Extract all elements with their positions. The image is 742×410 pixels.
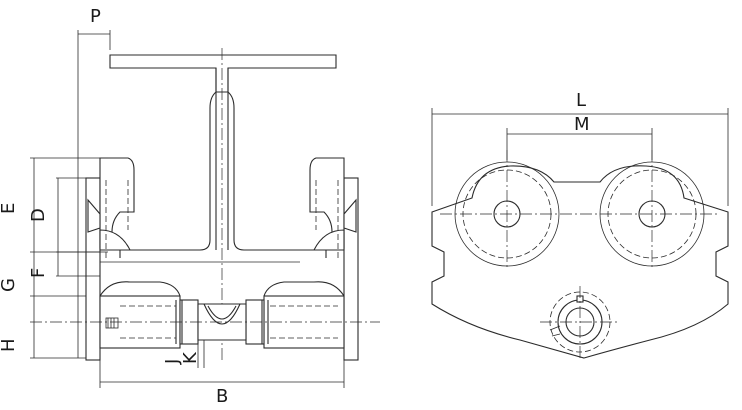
label-e: E (0, 203, 19, 214)
left-wheel-tread (99, 229, 131, 251)
right-upper-shoulder (263, 281, 345, 297)
left-wheel-housing (99, 157, 135, 249)
front-view: P E D F G H J K B (0, 6, 380, 407)
label-d: D (28, 208, 49, 222)
dim-g-lines (30, 252, 86, 297)
label-g: G (0, 278, 19, 292)
right-wheel-housing (309, 157, 345, 249)
beam-bottom-flange (119, 91, 327, 258)
set-screw (105, 317, 119, 329)
side-view: L M (431, 90, 729, 359)
spool-groove-inner (207, 305, 237, 320)
boss-threads (549, 325, 561, 337)
label-f: F (28, 268, 49, 278)
front-dimensions (30, 30, 345, 388)
label-l: L (576, 90, 586, 111)
wheel-vertical-centerlines (506, 150, 653, 270)
right-wheel-tread (313, 229, 345, 251)
right-side-plate (309, 157, 359, 361)
left-wheel-flange (87, 198, 101, 233)
left-wheel-hidden (105, 180, 129, 260)
right-wheel-flange (343, 198, 357, 233)
dim-b-lines (99, 348, 345, 388)
dim-h-lines (30, 296, 86, 359)
dim-m-lines (506, 128, 653, 160)
beam-web (215, 68, 229, 250)
axle-hidden-lines (120, 305, 338, 339)
label-b: B (216, 386, 228, 407)
left-side-plate (85, 157, 300, 361)
dim-jk-lines (197, 340, 205, 368)
label-k: K (180, 351, 201, 364)
label-h: H (0, 338, 19, 352)
axle-assembly (30, 281, 380, 349)
set-screw-thread (107, 318, 115, 328)
i-beam (109, 48, 337, 360)
spool-groove (203, 303, 241, 325)
dim-f-lines (56, 252, 100, 277)
left-upper-shoulder (99, 281, 181, 297)
dim-p-lines (77, 30, 111, 358)
label-m: M (574, 114, 590, 135)
label-p: P (90, 6, 101, 27)
dim-l-lines (431, 108, 729, 206)
label-j: J (162, 359, 183, 365)
right-wheel-hidden (315, 180, 339, 260)
boss-centerlines (540, 286, 620, 358)
dim-d-lines (56, 177, 100, 253)
beam-top-flange (109, 54, 337, 93)
